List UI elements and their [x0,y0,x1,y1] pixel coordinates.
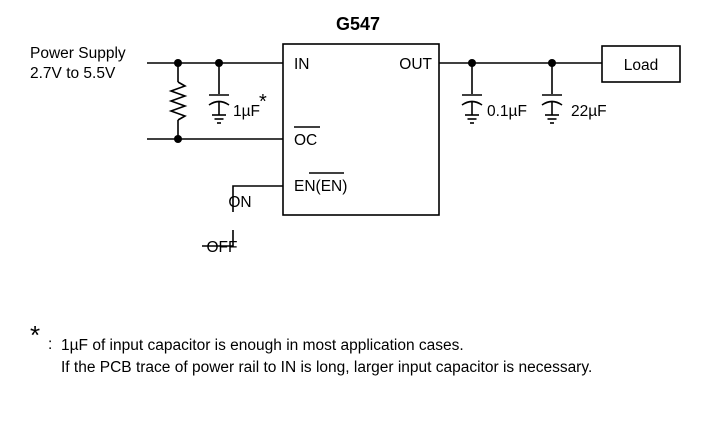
input-cap-asterisk: * [259,91,267,113]
supply-label-line1: Power Supply [30,45,126,62]
note-line-2: If the PCB trace of power rail to IN is … [61,359,593,376]
output-cap-value-1: 0.1µF [487,103,527,120]
ic-body [282,43,440,216]
note-colon: : [48,336,53,353]
output-capacitor-22uf [541,63,563,124]
ic-title: G547 [336,14,380,34]
note-line-1: 1µF of input capacitor is enough in most… [61,337,464,354]
junction-dot [548,59,556,67]
pin-out-label: OUT [399,56,432,73]
junction-dot [174,135,182,143]
output-cap-value-2: 22µF [571,103,607,120]
pullup-resistor [168,63,188,139]
junction-dot [215,59,223,67]
pin-in-label: IN [294,56,310,73]
load-box [601,45,681,83]
pin-oc-label: OC [294,132,317,149]
load-label: Load [624,57,658,74]
input-cap-value: 1µF [233,103,260,120]
input-capacitor [208,63,230,124]
supply-label-line2: 2.7V to 5.5V [30,65,116,82]
en-control-wire [232,185,283,212]
switch-off-label: OFF [207,239,238,256]
junction-dot [468,59,476,67]
output-capacitor-0p1uf [461,63,483,124]
en-off-level-wire [202,230,234,247]
junction-dot [174,59,182,67]
pin-en-label: EN(EN) [294,178,347,195]
note-asterisk: * [30,320,41,350]
switch-on-label: ON [228,194,251,211]
